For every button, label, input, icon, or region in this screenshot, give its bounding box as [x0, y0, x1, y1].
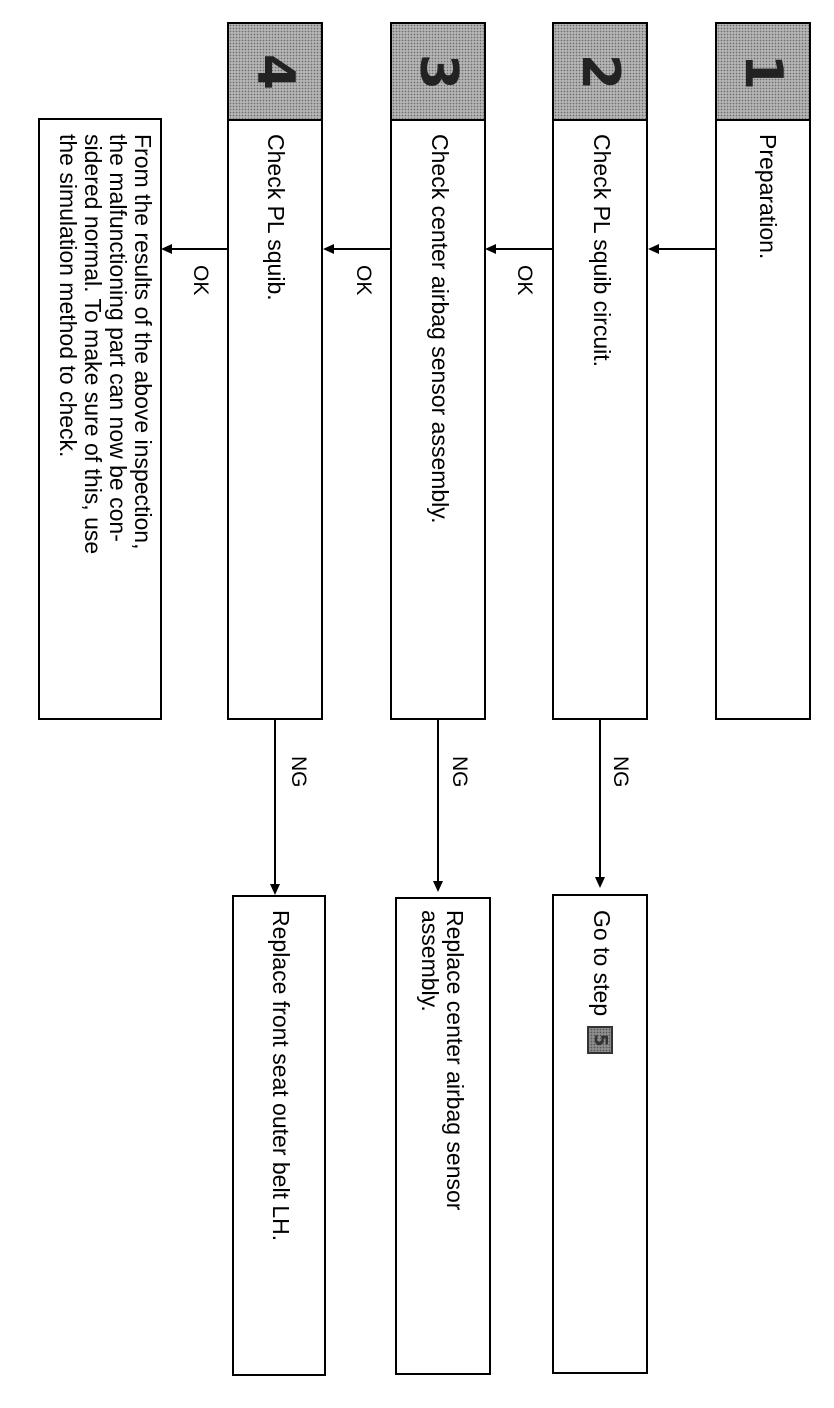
arrow-3-ng: [433, 881, 443, 892]
step-4-number-badge: 4: [227, 22, 323, 120]
connector-2-ok: [492, 248, 552, 250]
step-1-number: 1: [733, 53, 793, 91]
step-2-ok-label: OK: [513, 265, 536, 296]
connector-4-ng: [274, 720, 276, 884]
connector-3-ok: [330, 248, 390, 250]
arrow-4-ok: [161, 244, 172, 254]
step-4-ng-label: NG: [287, 756, 310, 788]
arrow-3-ok: [323, 244, 334, 254]
step-4-ok-text-line-4: the simulation method to check.: [55, 134, 81, 458]
step-2-box: [552, 119, 648, 720]
connector-3-ng: [437, 720, 439, 881]
step-4-ok-text-line-3: sidered normal. To make sure of this, us…: [80, 134, 106, 555]
step-2-number-badge: 2: [552, 22, 648, 120]
step-4-ok-text-line-1: From the results of the above inspection…: [130, 134, 156, 550]
arrow-2-ok: [485, 244, 496, 254]
step-3-ng-text-line-2: assembly.: [417, 910, 443, 1012]
step-5-reference-badge[interactable]: 5: [587, 1026, 614, 1055]
step-3-ng-label: NG: [448, 756, 471, 788]
step-3-text: Check center airbag sensor assembly.: [427, 134, 453, 524]
step-2-ng-text: Go to step 5: [587, 910, 615, 1055]
step-1-number-badge: 1: [715, 22, 811, 120]
step-3-ng-text-line-1: Replace center airbag sensor: [442, 910, 468, 1211]
step-2-text: Check PL squib circuit.: [589, 134, 615, 368]
go-to-step-label: Go to step: [589, 910, 615, 1017]
step-4-text: Check PL squib.: [263, 134, 289, 301]
step-1-box: [715, 119, 811, 720]
step-3-ok-label: OK: [352, 265, 375, 296]
step-1-text: Preparation.: [755, 134, 781, 260]
step-3-ng-result-box: [395, 897, 491, 1375]
connector-1-to-2: [655, 248, 715, 250]
step-3-number-badge: 3: [390, 22, 486, 120]
step-4-ok-result-box: [38, 118, 162, 720]
step-3-box: [390, 119, 486, 720]
step-2-number: 2: [570, 53, 630, 91]
arrow-2-ng: [595, 877, 605, 888]
step-2-ng-label: NG: [609, 756, 632, 788]
arrow-1-to-2: [648, 244, 659, 254]
connector-4-ok: [168, 248, 227, 250]
connector-2-ng: [599, 720, 601, 877]
step-4-number: 4: [245, 53, 305, 91]
step-4-ng-text: Replace front seat outer belt LH.: [268, 910, 294, 1242]
step-2-ng-result-box: [552, 894, 648, 1374]
step-4-ok-text-line-2: the malfunctioning part can now be con-: [105, 134, 131, 542]
step-4-box: [227, 119, 323, 720]
step-4-ok-label: OK: [189, 265, 212, 296]
step-3-number: 3: [408, 53, 468, 91]
arrow-4-ng: [270, 884, 280, 895]
step-4-ng-result-box: [232, 895, 326, 1376]
